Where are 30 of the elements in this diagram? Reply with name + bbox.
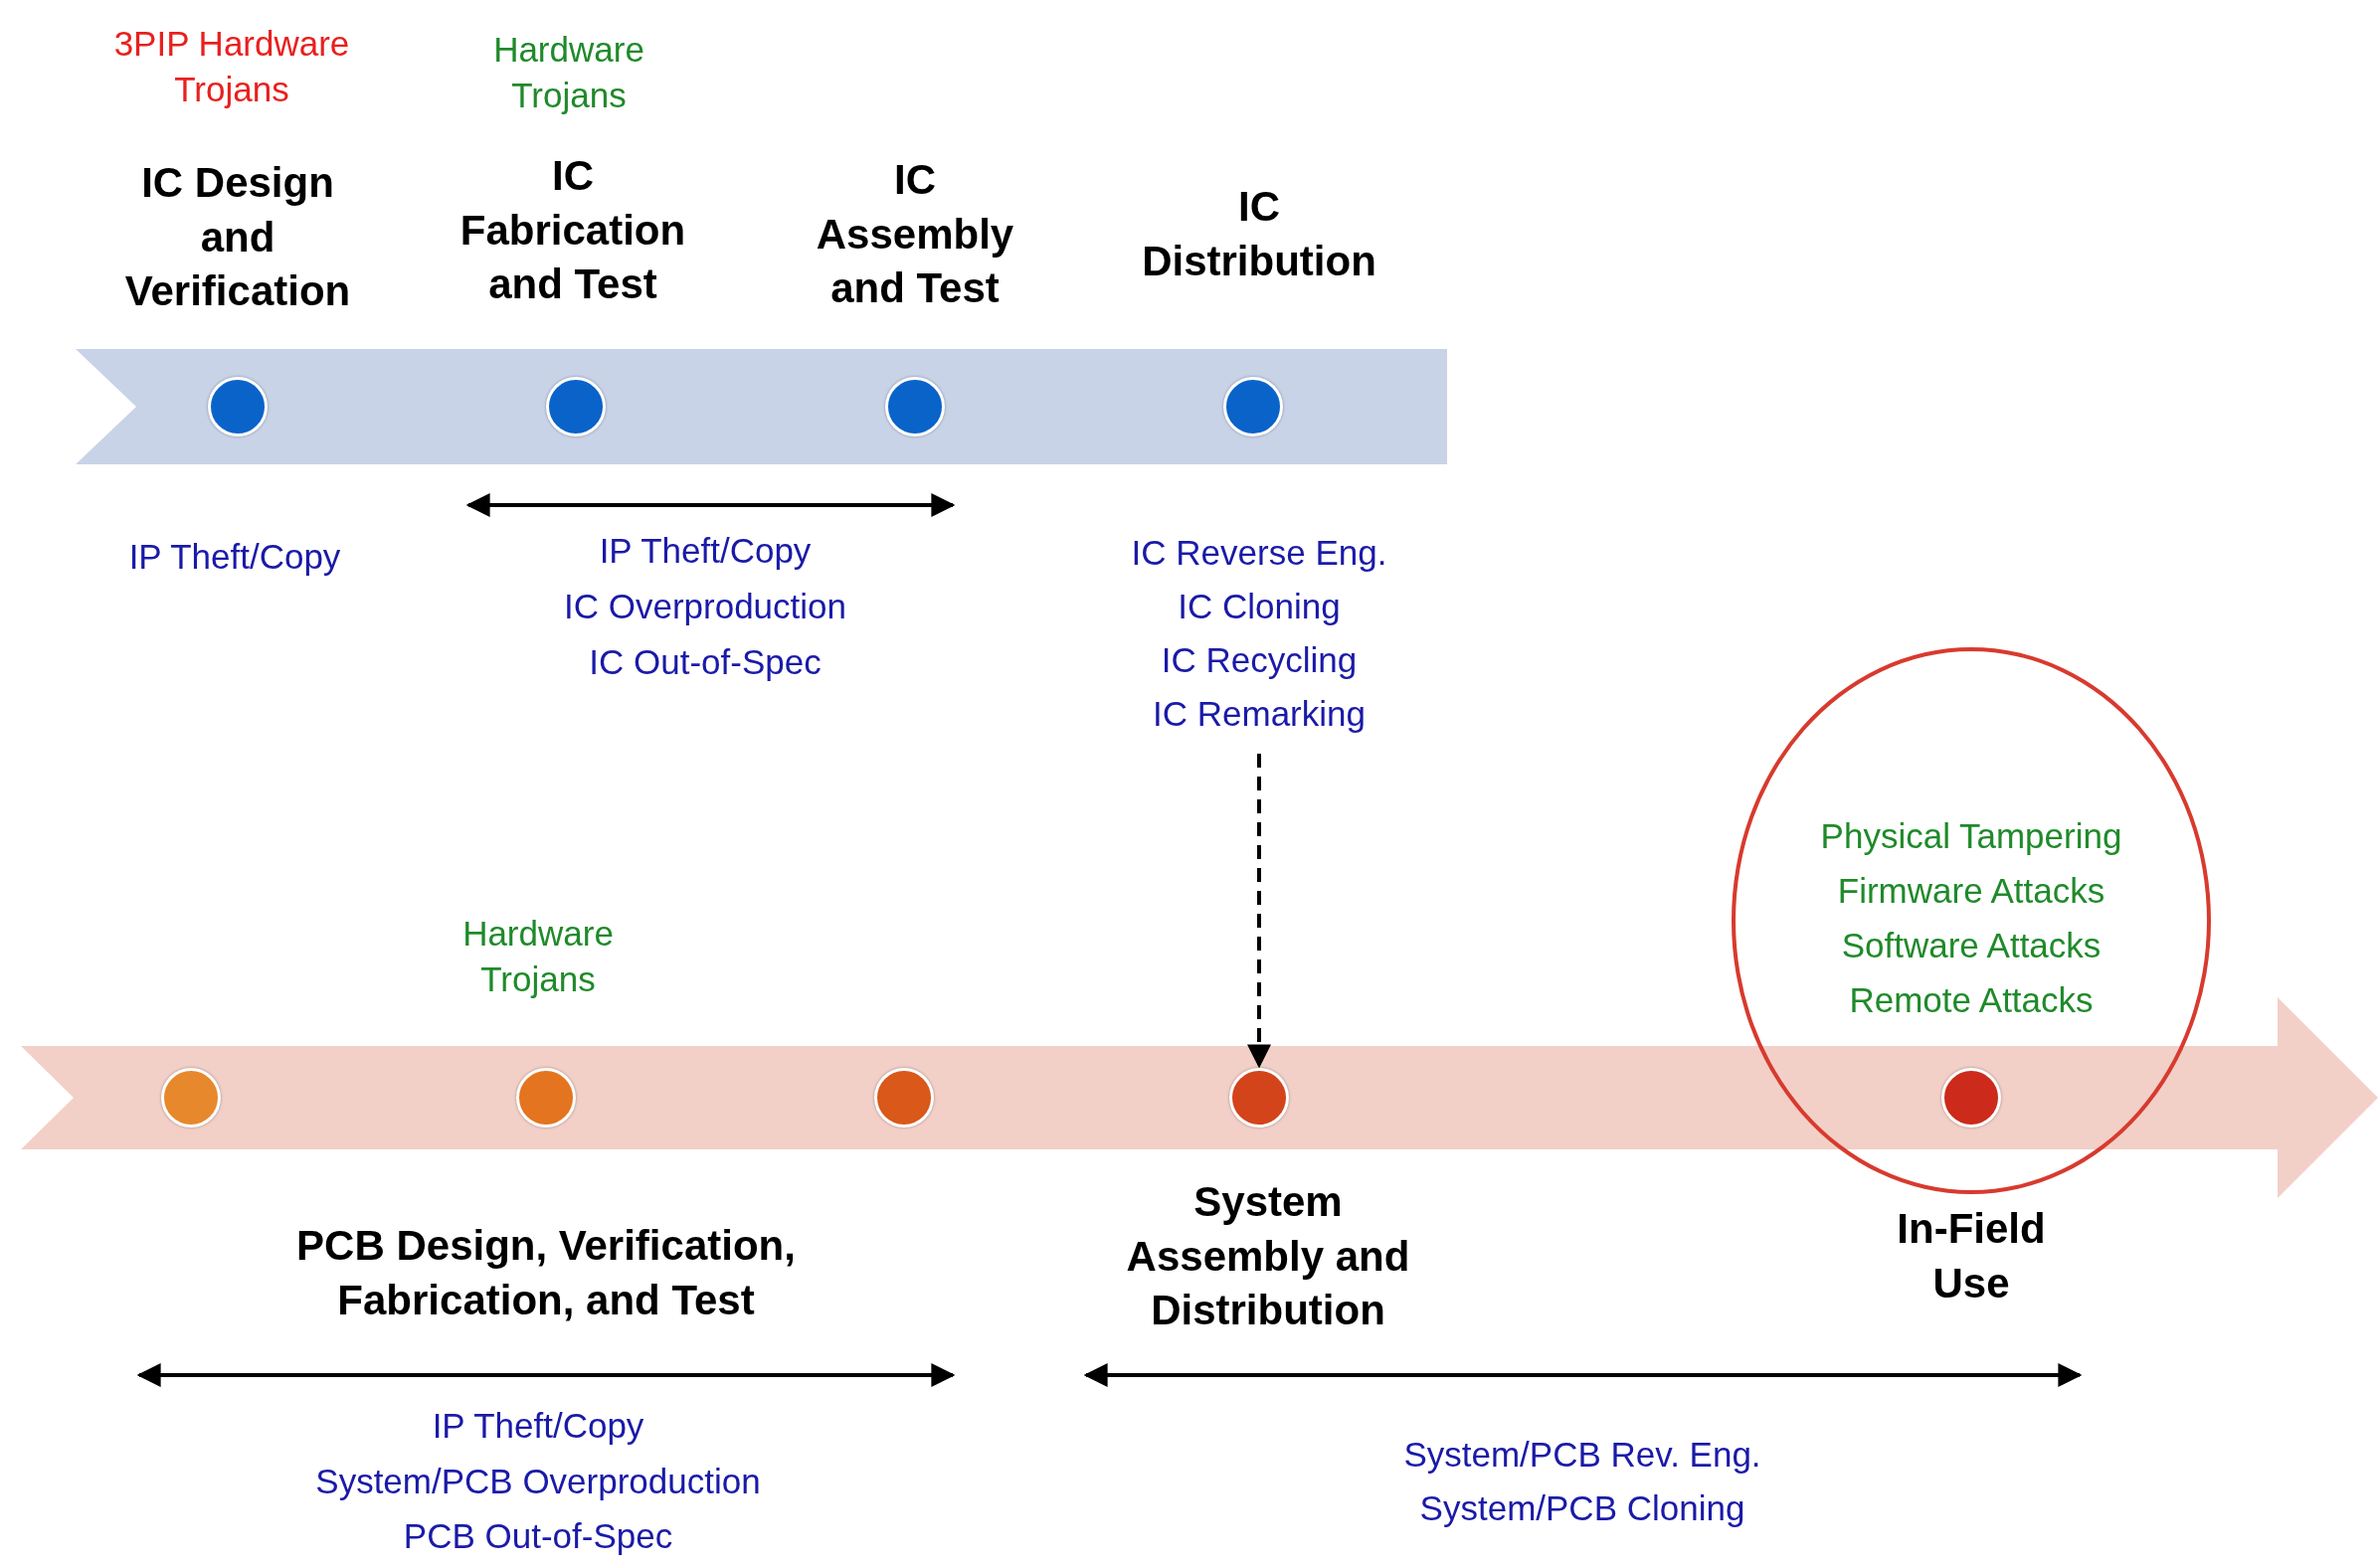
threat-text: System/PCB Cloning xyxy=(1419,1487,1745,1530)
stage-title: IC Distribution xyxy=(1141,182,1377,286)
threat-text: IC Cloning xyxy=(1178,587,1341,626)
threat-text: PCB Out-of-Spec xyxy=(403,1515,673,1558)
arrow xyxy=(1247,754,1271,1069)
threat-text: System/PCB Overproduction xyxy=(315,1461,761,1503)
threat-text: Software Attacks xyxy=(1841,926,2102,965)
threat-text: IC Overproduction xyxy=(564,586,846,628)
threat-text: IP Theft/Copy xyxy=(599,530,812,573)
trojan-note: Hardware Trojans xyxy=(461,912,615,1000)
stage-title: IC Design and Verification xyxy=(123,158,352,317)
threat-circle xyxy=(1732,647,2211,1194)
threat-text: System/PCB Rev. Eng. xyxy=(1403,1434,1761,1477)
threat-text: Physical Tampering xyxy=(1820,816,2122,856)
stage-title: IC Fabrication and Test xyxy=(458,151,687,310)
stage-title: IC Assembly and Test xyxy=(815,155,1015,314)
threat-text: IC Out-of-Spec xyxy=(589,641,822,684)
threat-text: Remote Attacks xyxy=(1849,980,2094,1020)
trojan-note: 3PIP Hardware Trojans xyxy=(112,22,351,110)
stage-title: In-Field Use xyxy=(1896,1204,2047,1308)
threat-text: IC Recycling xyxy=(1161,640,1358,680)
threat-text: Firmware Attacks xyxy=(1837,871,2105,911)
threat-text: IP Theft/Copy xyxy=(128,536,341,579)
threat-text: IC Reverse Eng. xyxy=(1131,533,1387,573)
trojan-note: Hardware Trojans xyxy=(492,28,645,116)
timeline-band xyxy=(76,349,1447,464)
threat-text: IP Theft/Copy xyxy=(432,1405,644,1448)
stage-title: System Assembly and Distribution xyxy=(1125,1177,1411,1336)
threat-text: IC Remarking xyxy=(1153,694,1366,734)
stage-title: PCB Design, Verification, Fabrication, and Test xyxy=(295,1221,797,1325)
